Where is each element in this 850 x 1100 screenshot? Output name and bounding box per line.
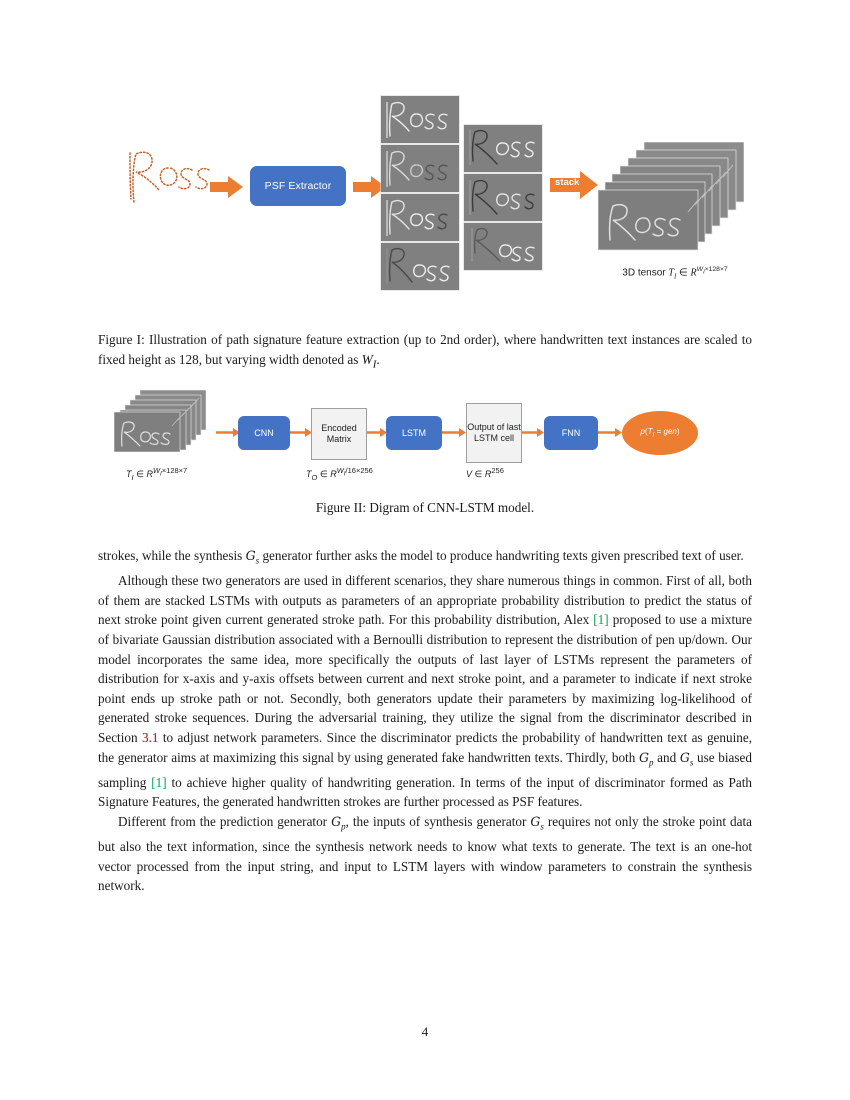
psf-extractor-box[interactable]: PSF Extractor (250, 166, 346, 206)
tensor-space: R (690, 267, 697, 279)
text-run: Although these two generators are used i… (98, 573, 752, 628)
arrow-right-icon-2 (353, 176, 386, 198)
input-dimension-label: TI ∈ RWI×128×7 (126, 466, 188, 482)
tensor-subscript: I (673, 273, 677, 281)
text-run: Different from the prediction generator (118, 814, 332, 829)
connector-arrow-2 (288, 428, 312, 437)
tensor-symbol: T (668, 267, 674, 279)
node-output-last-lstm-cell[interactable]: Output of last LSTM cell (466, 403, 522, 463)
text-run: to achieve higher quality of handwriting… (98, 774, 752, 810)
feature-map-4 (381, 243, 459, 290)
text-run: proposed to use a mixture of bivariate G… (98, 612, 752, 745)
body-text: strokes, while the synthesis Gs generato… (98, 546, 752, 896)
node-encoded-matrix-label: Encoded Matrix (321, 423, 357, 444)
node-lstm[interactable]: LSTM (386, 416, 442, 450)
node-cnn[interactable]: CNN (238, 416, 290, 450)
stack-label: stack (555, 177, 580, 188)
text-run: strokes, while the synthesis (98, 548, 246, 563)
math-generator-symbol: G (638, 749, 649, 765)
feature-map-3 (381, 194, 459, 241)
math-generator-symbol: G (331, 814, 342, 829)
figure-1-caption: Figure I: Illustration of path signature… (98, 332, 752, 371)
feature-map-2 (381, 145, 459, 192)
para-strokes: strokes, while the synthesis Gs generato… (98, 546, 752, 571)
text-run: generator further asks the model to prod… (259, 548, 744, 563)
node-lstm-label: LSTM (401, 427, 426, 438)
section-reference-link[interactable]: 3.1 (141, 729, 159, 745)
page-number: 4 (421, 1024, 429, 1039)
node-probability-label: p(TI = gen) (640, 426, 680, 439)
connector-arrow-6 (598, 428, 622, 437)
vector-dimension-label: V ∈ R256 (466, 466, 504, 479)
text-run: use biased sampling (98, 749, 752, 790)
tensor-label-prefix: 3D tensor (622, 267, 669, 279)
feature-map-5 (464, 125, 542, 172)
feature-map-7 (464, 223, 542, 270)
text-run: requires not only the stroke point data … (98, 814, 753, 894)
text-run: and (653, 749, 680, 765)
text-run: , the inputs of synthesis generator (345, 814, 531, 829)
psf-extractor-label: PSF Extractor (264, 180, 332, 192)
math-subscript: s (540, 821, 544, 832)
connector-arrow-1 (216, 428, 240, 437)
connector-arrow-5 (520, 428, 544, 437)
feature-map-1 (381, 96, 459, 143)
tensor-stack-visual (597, 141, 745, 260)
figure-1-diagram: PSF Extractor (98, 92, 752, 324)
math-subscript: s (689, 757, 694, 768)
feature-map-6 (464, 174, 542, 221)
math-generator-symbol: G (679, 749, 690, 765)
math-subscript: p (649, 757, 654, 768)
stack-arrow-icon (550, 171, 598, 199)
tensor-dimension-label: 3D tensor TI ∈ RWI×128×7 (585, 266, 765, 280)
text-run: to adjust network parameters. Since the … (98, 729, 753, 765)
para-different: Different from the prediction generator … (98, 812, 752, 896)
tensor-exponent: WI×128×7 (696, 266, 728, 276)
encoded-dimension-label: TO ∈ RWI/16×256 (306, 466, 373, 482)
handwriting-input-sample (120, 144, 220, 206)
math-generator-symbol: G (530, 814, 541, 829)
node-fnn[interactable]: FNN (544, 416, 598, 450)
node-probability-output[interactable]: p(TI = gen) (622, 411, 698, 455)
connector-arrow-3 (363, 428, 387, 437)
math-generator-symbol: G (245, 548, 256, 563)
input-tensor-stack (113, 389, 214, 453)
node-cnn-label: CNN (254, 427, 274, 438)
citation-link[interactable]: [1] (151, 774, 167, 790)
figure-2-caption: Figure II: Digram of CNN-LSTM model. (315, 500, 535, 515)
tensor-membership: ∈ (676, 267, 691, 279)
connector-arrow-4 (442, 428, 466, 437)
para-although: Although these two generators are used i… (98, 571, 752, 812)
figure-2-diagram: CNN Encoded Matrix LSTM Output of last L… (98, 386, 752, 486)
citation-link[interactable]: [1] (593, 612, 609, 628)
node-fnn-label: FNN (561, 427, 581, 438)
math-subscript: s (255, 555, 260, 566)
node-output-last-lstm-cell-label: Output of last LSTM cell (467, 422, 521, 443)
node-encoded-matrix[interactable]: Encoded Matrix (311, 408, 367, 460)
arrow-right-icon-1 (210, 176, 243, 198)
math-subscript: p (341, 821, 346, 832)
